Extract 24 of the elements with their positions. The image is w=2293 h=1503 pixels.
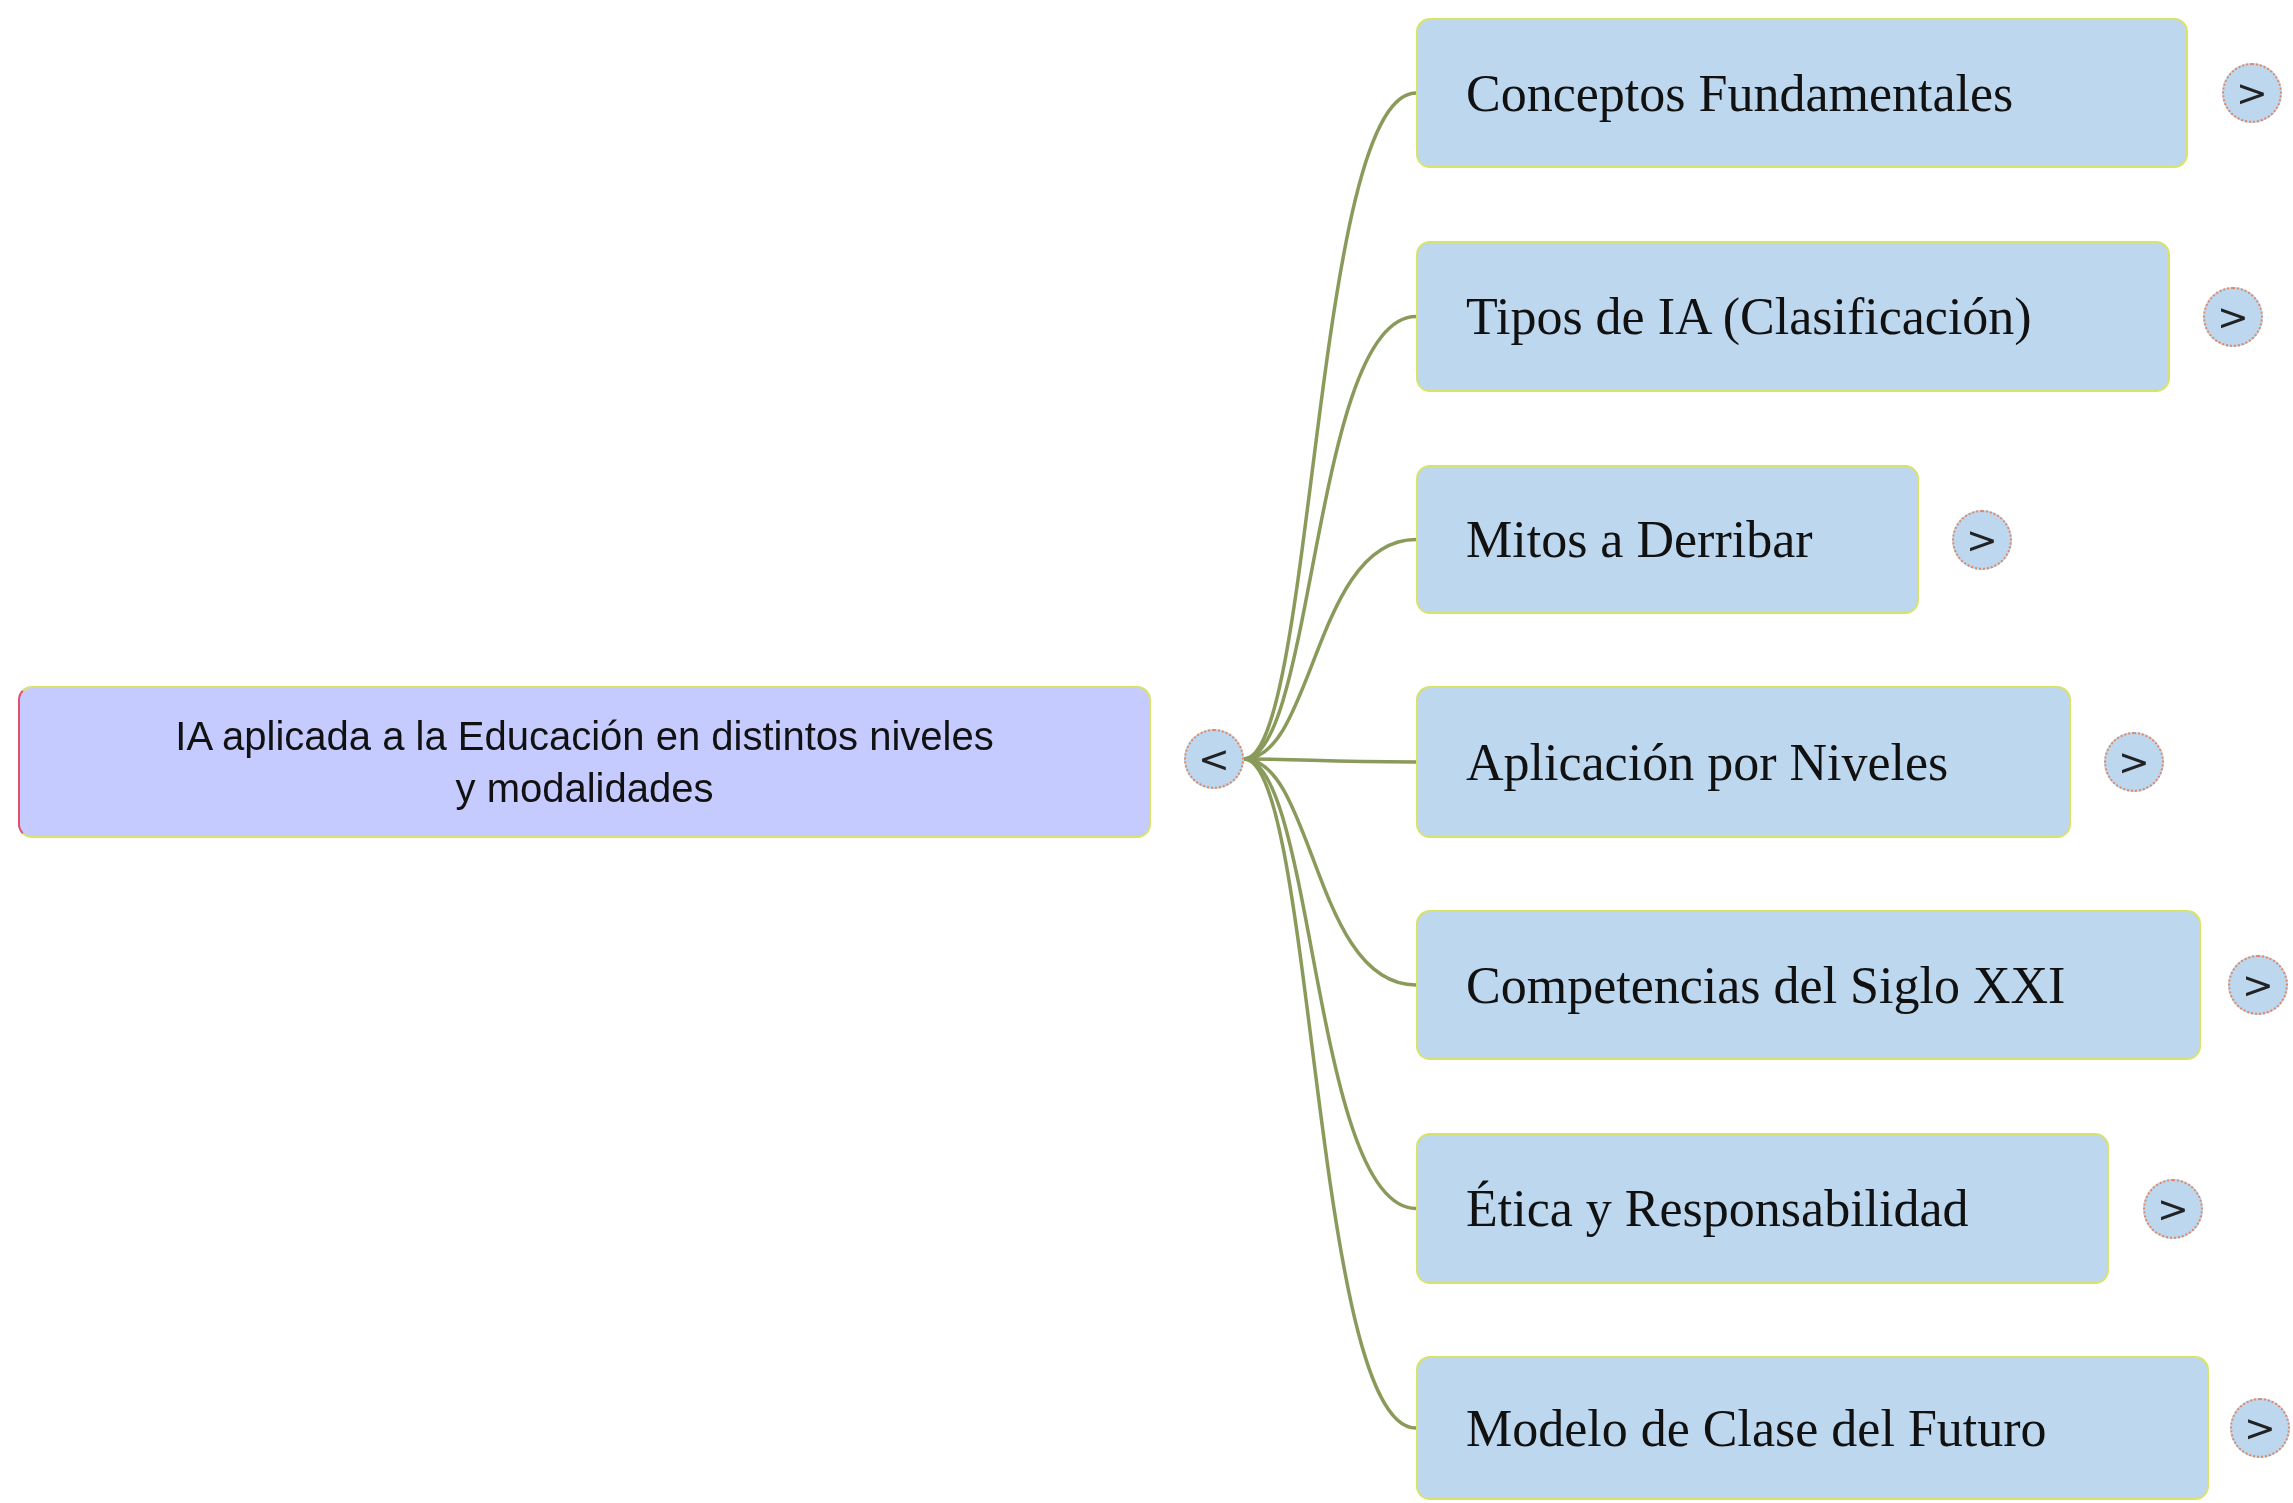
- topic-box: [1416, 241, 2170, 392]
- topic-box: [1416, 1356, 2209, 1500]
- collapse-toggle: >: [2203, 287, 2263, 347]
- collapse-toggle: <: [1184, 729, 1244, 789]
- topic-box: [1416, 465, 1919, 614]
- node-label: Conceptos Fundamentales: [1466, 63, 2014, 123]
- central-topic-box: [18, 686, 1151, 838]
- collapse-toggle: >: [2104, 732, 2164, 792]
- topic-box: [1416, 1133, 2109, 1284]
- node-label: Ética y Responsabilidad: [1466, 1179, 1969, 1238]
- node-label: Competencias del Siglo XXI: [1466, 955, 2066, 1015]
- node-label: Mitos a Derribar: [1466, 510, 1813, 569]
- node-label: Tipos de IA (Clasificación): [1466, 287, 2032, 346]
- node-label: Modelo de Clase del Futuro: [1466, 1398, 2047, 1458]
- node-label: Aplicación por Niveles: [1466, 732, 1949, 792]
- collapse-toggle: >: [2230, 1398, 2290, 1458]
- topic-box: [1416, 18, 2188, 168]
- collapse-toggle: >: [1952, 510, 2012, 570]
- collapse-toggle: >: [2228, 955, 2288, 1015]
- node-label: IA aplicada a la Educación en distintos niveles y modalidades: [174, 713, 995, 812]
- topic-box: [1416, 686, 2071, 838]
- topic-box: [1416, 910, 2201, 1060]
- collapse-toggle: >: [2222, 63, 2282, 123]
- collapse-toggle: >: [2143, 1179, 2203, 1239]
